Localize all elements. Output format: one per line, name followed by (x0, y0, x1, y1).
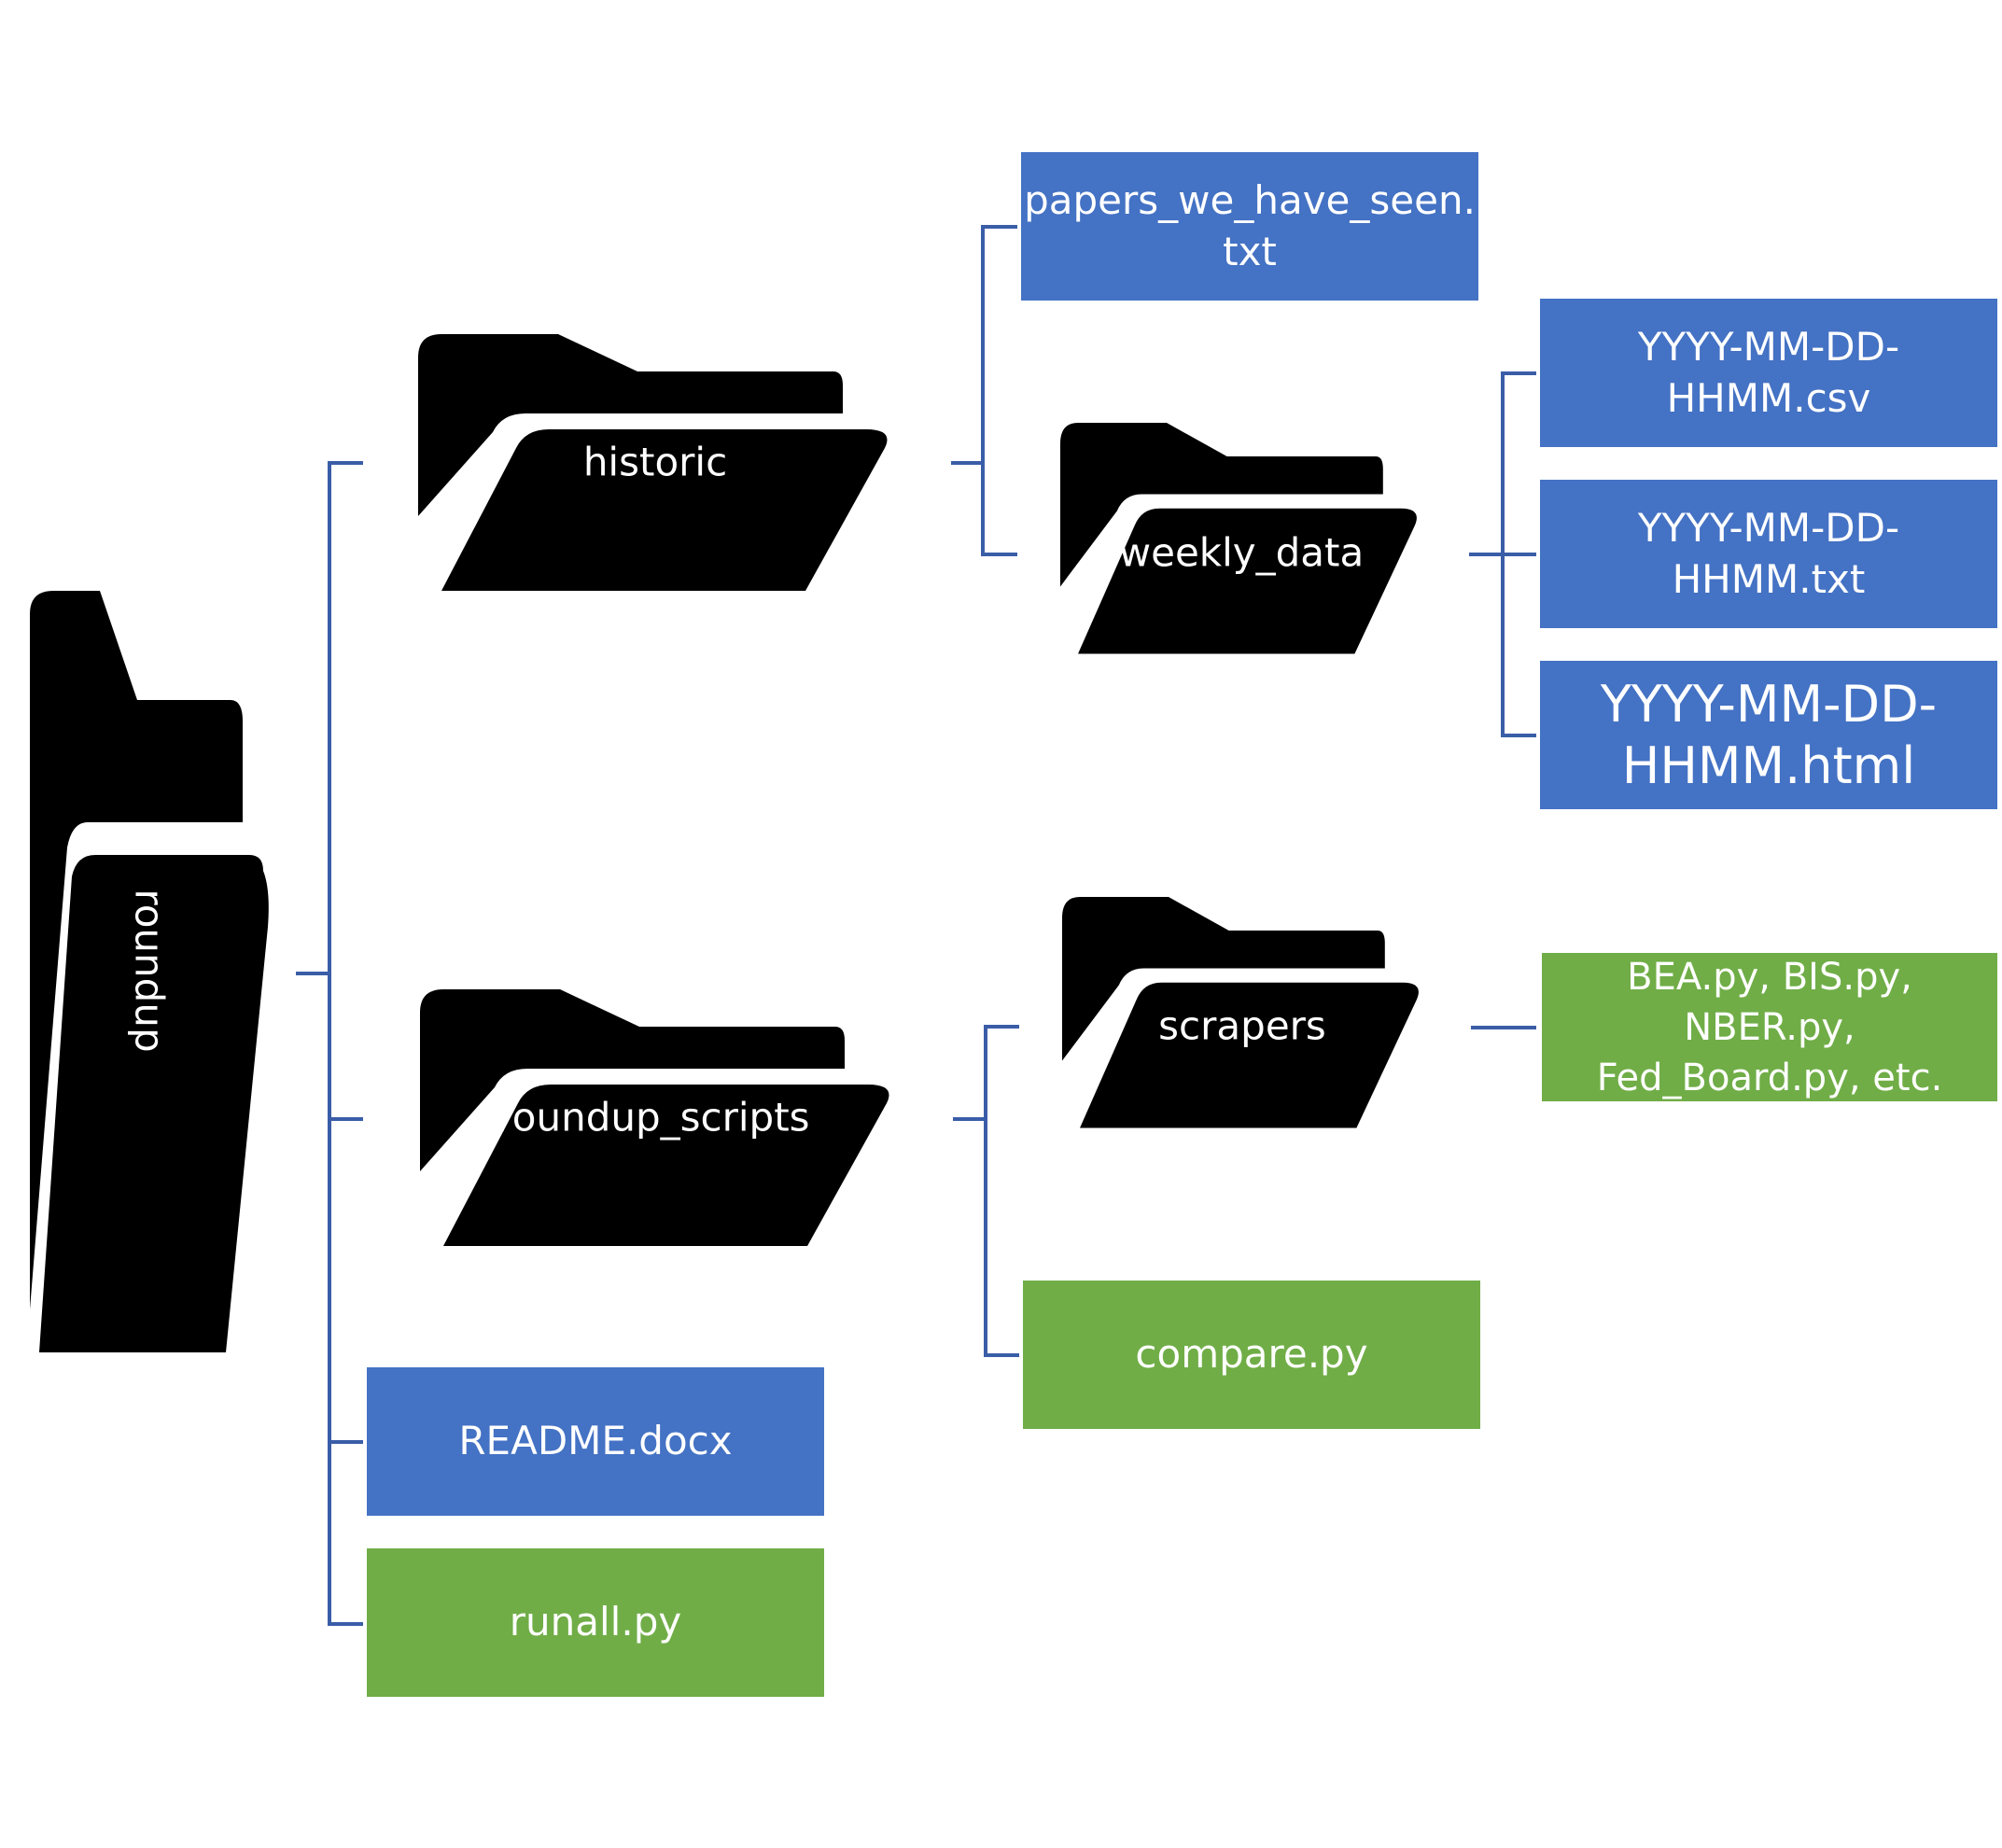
folder-label-scrapers: scrapers (1158, 1002, 1326, 1049)
file-readme-docx[interactable]: README.docx (367, 1367, 824, 1516)
file-label: BEA.py, BIS.py, NBER.py, Fed_Board.py, e… (1596, 955, 1943, 1099)
folder-label-historic: historic (582, 439, 728, 485)
connector-roundup-scripts-bracket (984, 1025, 1019, 1357)
connector-roundup-bracket (328, 461, 363, 1626)
file-label: YYYY-MM-DD- HHMM.csv (1637, 323, 1900, 421)
file-weekly-txt[interactable]: YYYY-MM-DD- HHMM.txt (1540, 480, 1997, 628)
file-papers-we-have-seen[interactable]: papers_we_have_seen. txt (1021, 152, 1478, 301)
file-label: README.docx (458, 1418, 733, 1464)
file-label: YYYY-MM-DD- HHMM.txt (1637, 504, 1900, 602)
folder-label-weekly-data: weekly_data (1118, 529, 1365, 576)
file-weekly-csv[interactable]: YYYY-MM-DD- HHMM.csv (1540, 299, 1997, 447)
file-compare-py[interactable]: compare.py (1023, 1281, 1480, 1429)
file-runall-py[interactable]: runall.py (367, 1548, 824, 1697)
file-label: compare.py (1135, 1331, 1368, 1378)
file-label: papers_we_have_seen. txt (1024, 176, 1476, 274)
file-label: runall.py (509, 1599, 682, 1645)
folder-label-roundup: roundup (126, 889, 173, 1053)
connector-historic-bracket (981, 225, 1017, 556)
file-scraper-scripts[interactable]: BEA.py, BIS.py, NBER.py, Fed_Board.py, e… (1542, 953, 1997, 1101)
folder-label-roundup-scripts: roundup_scripts (497, 1094, 810, 1141)
file-label: YYYY-MM-DD- HHMM.html (1600, 674, 1938, 795)
file-weekly-html[interactable]: YYYY-MM-DD- HHMM.html (1540, 661, 1997, 809)
